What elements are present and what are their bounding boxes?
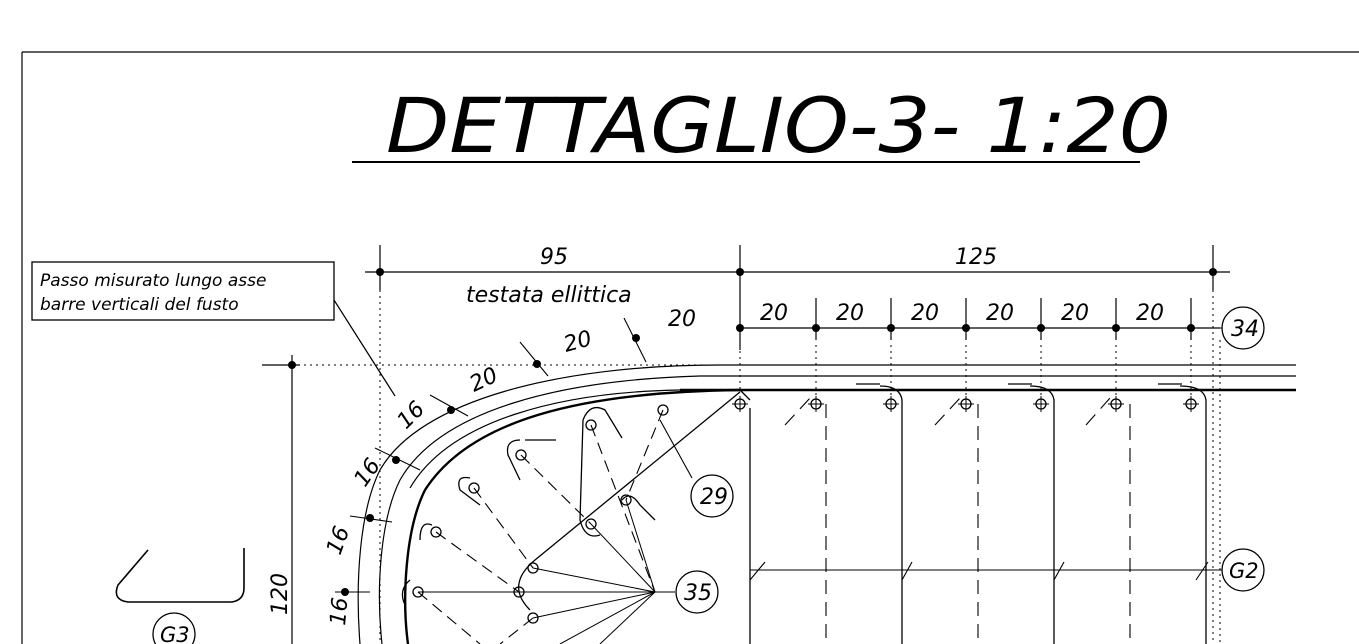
curved-spacing-label: 16: [393, 397, 430, 434]
dim-tick: [1209, 268, 1217, 276]
curved-ties: [401, 391, 741, 611]
note-box: Passo misurato lungo asse barre vertical…: [31, 261, 396, 397]
spacing-label: 20: [1136, 301, 1164, 326]
callout-g3: G3: [152, 612, 196, 644]
curved-spacing-label: 20: [561, 326, 595, 357]
curved-spacing-label: 16: [326, 596, 353, 626]
curved-dimension-points: [341, 334, 640, 596]
callout-g2: G2: [1221, 548, 1265, 592]
spacing-label: 20: [836, 301, 864, 326]
note-line-1: Passo misurato lungo asse: [40, 271, 266, 291]
dim-125-label: 125: [955, 245, 997, 270]
spacing-label: 20: [911, 301, 939, 326]
callout-35: 35: [655, 570, 719, 614]
curved-dashed-ties: [417, 409, 664, 644]
callout-g2-label: G2: [1229, 559, 1259, 583]
slab-outline: [680, 364, 1296, 392]
dim-95-label: 95: [540, 245, 568, 270]
rebar-crosshairs: [732, 396, 1199, 412]
testata-ellittica-label: testata ellittica: [466, 283, 632, 308]
callout-g3-label: G3: [160, 623, 190, 644]
curved-spacing-label: 20: [466, 363, 502, 397]
bar-shape-g3: [115, 548, 245, 603]
callout-35-label: 35: [684, 581, 712, 606]
curved-spacing-label: 20: [668, 307, 696, 332]
rebar-markers: [412, 398, 1197, 624]
top-dimension-line: [365, 245, 1230, 350]
curved-spacing-label: 16: [322, 523, 355, 558]
drawing-frame: [21, 51, 1359, 644]
dotted-reference-lines: [292, 290, 1214, 644]
dim-120-label: 120: [268, 573, 293, 615]
dim-tick: [288, 361, 296, 369]
spacing-label: 20: [760, 301, 788, 326]
spacing-label: 20: [1061, 301, 1089, 326]
spacing-label: 20: [986, 301, 1014, 326]
dim-tick: [376, 268, 384, 276]
callout-34-label: 34: [1231, 317, 1259, 342]
dashed-stirrups: [784, 397, 1131, 644]
fan-ties-35: [418, 499, 656, 644]
spacing-ticks: [736, 324, 1195, 332]
callout-29: 29: [659, 419, 734, 518]
callout-34: 34: [1195, 306, 1265, 350]
note-line-2: barre verticali del fusto: [40, 295, 239, 315]
dim-tick: [736, 268, 744, 276]
drawing-title: DETTAGLIO-3- 1:20: [386, 81, 1171, 170]
tie-line-g2: [749, 561, 1222, 581]
callout-29-label: 29: [700, 485, 728, 510]
stirrups: [738, 383, 1207, 644]
